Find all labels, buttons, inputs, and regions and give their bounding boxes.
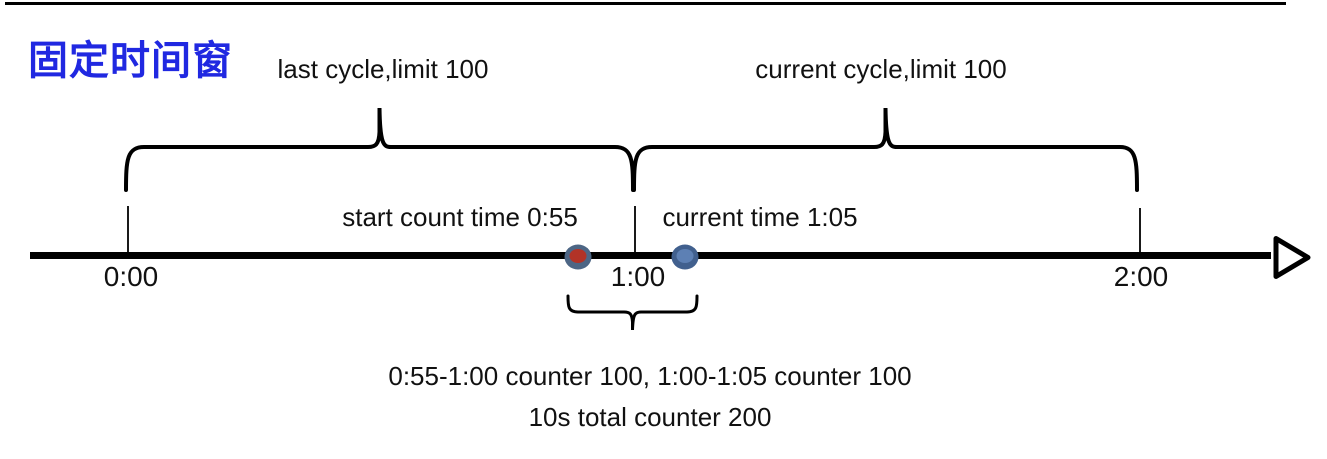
tick-label-0-00: 0:00 [103,261,159,292]
tick-label-2-00: 2:00 [1113,261,1169,292]
start-count-time-label: start count time 0:55 [342,202,578,232]
arrow-head-icon [1273,236,1311,279]
tick-label-1-00: 1:00 [610,261,666,292]
page-title: 固定时间窗 [28,39,233,83]
total-counter-line: 10s total counter 200 [528,402,772,432]
overlap-window-brace [566,294,699,331]
last-cycle-brace [124,107,635,192]
counter-summary-line: 0:55-1:00 counter 100, 1:00-1:05 counter… [388,361,912,391]
start-count-marker [569,249,587,263]
last-cycle-label: last cycle,limit 100 [277,54,489,84]
current-time-label: current time 1:05 [662,202,858,232]
current-cycle-brace [632,107,1139,192]
current-time-marker [676,249,694,263]
top-border-line [5,2,1286,5]
current-cycle-label: current cycle,limit 100 [755,54,1007,84]
